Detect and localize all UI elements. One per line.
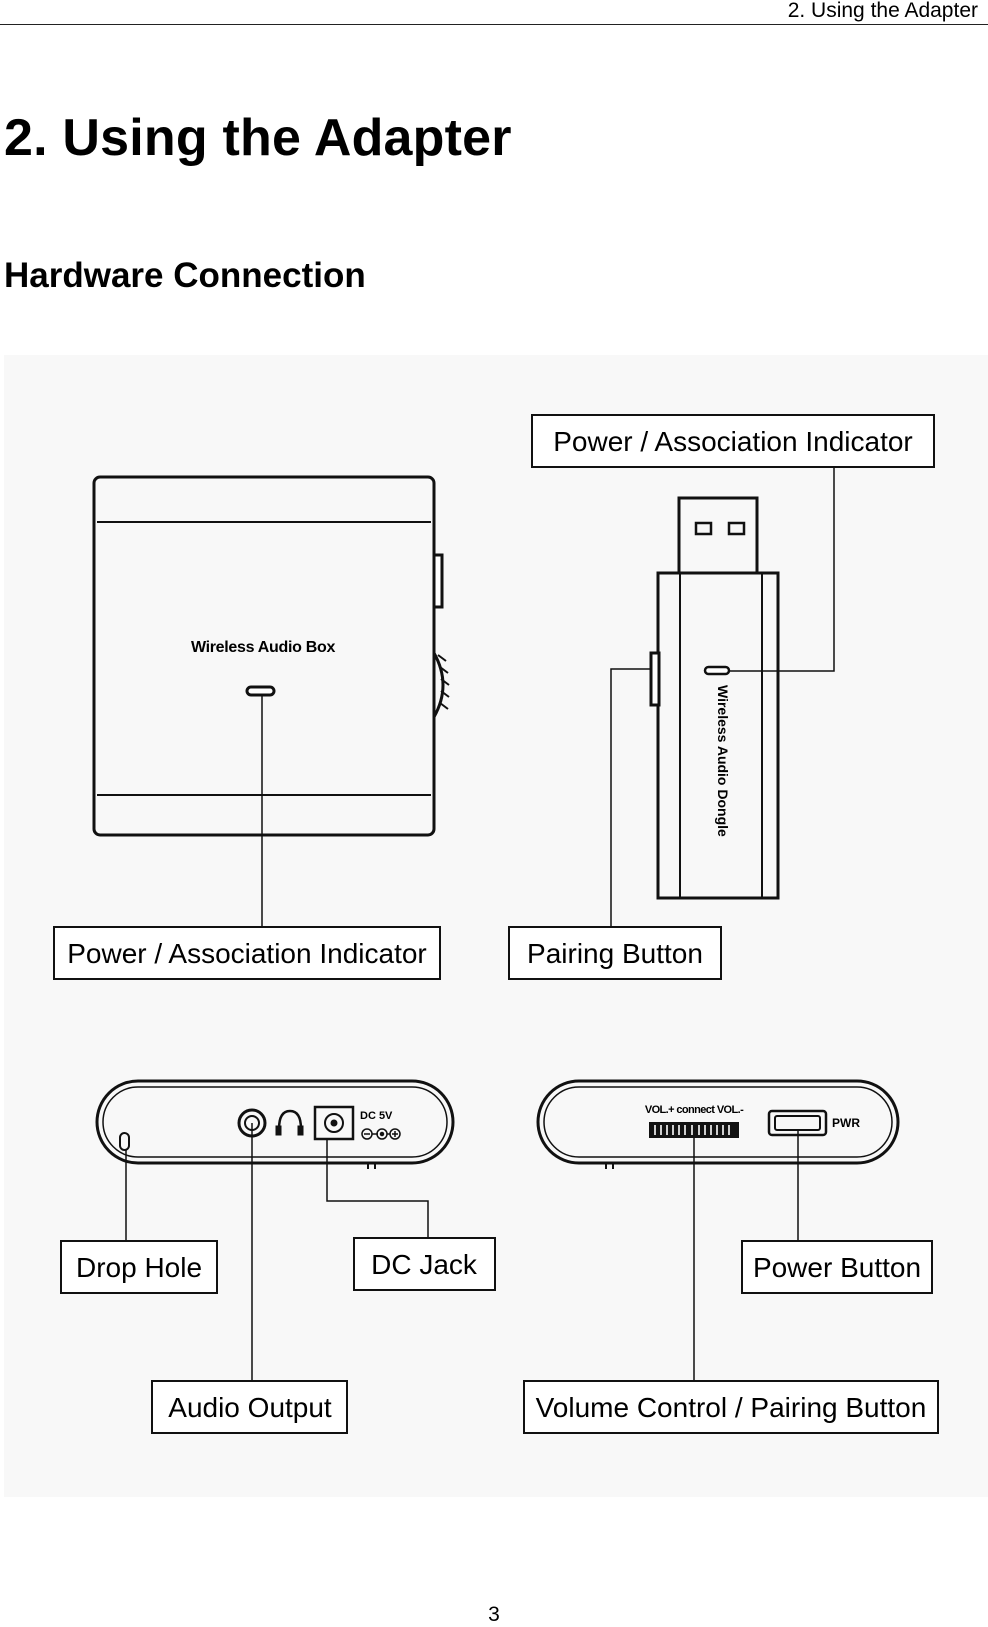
section-heading: Hardware Connection: [4, 256, 366, 295]
label-drop-hole-text: Drop Hole: [76, 1252, 202, 1283]
page-title: 2. Using the Adapter: [4, 109, 512, 167]
label-pairing-button-text: Pairing Button: [527, 938, 703, 969]
header-rule: [0, 24, 988, 25]
label-box-indicator-text: Power / Association Indicator: [67, 938, 427, 969]
label-dc-jack: [353, 1237, 496, 1291]
label-dc-jack-text: DC Jack: [371, 1249, 478, 1280]
dongle-name: Wireless Audio Dongle: [715, 685, 731, 837]
label-audio-output: [151, 1380, 348, 1434]
label-box-indicator: [53, 926, 441, 980]
label-dongle-indicator: [531, 414, 935, 468]
page-number: 3: [488, 1603, 500, 1626]
audio-box: [92, 475, 450, 837]
label-volume-pairing: [523, 1380, 939, 1434]
audio-dongle: [649, 496, 780, 900]
label-audio-output-text: Audio Output: [168, 1392, 332, 1423]
label-power-button-text: Power Button: [753, 1252, 921, 1283]
box-name: Wireless Audio Box: [191, 639, 336, 656]
label-power-button: [741, 1240, 933, 1294]
label-dongle-indicator-text: Power / Association Indicator: [553, 426, 913, 457]
vol-connect-text: VOL.+ connect VOL.-: [645, 1104, 744, 1116]
volume-wheel: [649, 1122, 739, 1138]
label-pairing-button: [508, 926, 722, 980]
dc-polarity-icon: [361, 1128, 401, 1140]
dongle-rear-panel: [536, 1079, 900, 1169]
running-header: 2. Using the Adapter: [787, 0, 978, 22]
hardware-figure: Wireless Audio Box Power / Association I…: [4, 355, 988, 1497]
dongle-indicator-led: [703, 665, 731, 676]
box-indicator-led: [245, 685, 276, 697]
label-volume-pairing-text: Volume Control / Pairing Button: [536, 1392, 927, 1423]
pwr-text: PWR: [832, 1116, 860, 1130]
dc-5v-text: DC 5V: [360, 1110, 393, 1122]
box-rear-panel: [95, 1079, 455, 1169]
label-drop-hole: [60, 1240, 218, 1294]
